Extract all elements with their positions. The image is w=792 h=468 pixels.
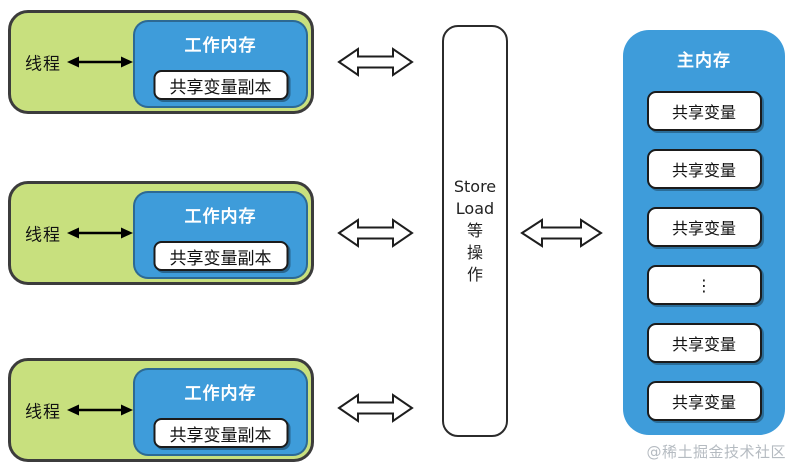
bus-line: 作	[466, 265, 483, 284]
shared-variable-copy-box: 共享变量副本	[153, 241, 288, 271]
working-memory-box: 工作内存 共享变量副本	[133, 20, 308, 108]
working-memory-box: 工作内存 共享变量副本	[133, 191, 308, 279]
working-memory-box: 工作内存 共享变量副本	[133, 368, 308, 456]
bus-line: Load	[455, 199, 495, 218]
ellipsis-slot: ⋮	[646, 265, 762, 305]
thread-label: 线程	[25, 54, 61, 75]
bus-line: 操	[466, 243, 483, 262]
thread-block-1: 线程 工作内存 共享变量副本	[8, 10, 314, 114]
main-memory-box: 主内存 共享变量 共享变量 共享变量 ⋮ 共享变量 共享变量	[623, 30, 785, 435]
thread2-bus-double-arrow-icon	[337, 218, 414, 248]
thread-block-2: 线程 工作内存 共享变量副本	[8, 181, 314, 285]
thread1-bus-double-arrow-icon	[337, 47, 414, 77]
shared-variable-copy-box: 共享变量副本	[153, 418, 288, 448]
shared-variable-copy-box: 共享变量副本	[153, 70, 288, 100]
shared-variable-slot: 共享变量	[646, 207, 762, 247]
thread-label: 线程	[25, 402, 61, 423]
working-memory-title: 工作内存	[184, 207, 257, 227]
watermark: @稀土掘金技术社区	[646, 443, 786, 461]
thread-workmem-double-arrow-icon	[67, 56, 133, 68]
thread-workmem-double-arrow-icon	[67, 404, 133, 416]
thread-label: 线程	[25, 225, 61, 246]
working-memory-title: 工作内存	[184, 384, 257, 404]
shared-variable-slot: 共享变量	[646, 149, 762, 189]
shared-variable-slot: 共享变量	[646, 323, 762, 363]
store-load-operations-box: Store Load 等 操 作	[442, 25, 508, 437]
bus-line: 等	[466, 221, 483, 240]
thread-workmem-double-arrow-icon	[67, 227, 133, 239]
bus-line: Store	[453, 177, 497, 196]
main-memory-title: 主内存	[677, 51, 731, 71]
thread3-bus-double-arrow-icon	[337, 393, 414, 423]
shared-variable-slot: 共享变量	[646, 381, 762, 421]
thread-block-3: 线程 工作内存 共享变量副本	[8, 358, 314, 462]
bus-mainmem-double-arrow-icon	[520, 218, 603, 248]
working-memory-title: 工作内存	[184, 36, 257, 56]
shared-variable-slot: 共享变量	[646, 91, 762, 131]
